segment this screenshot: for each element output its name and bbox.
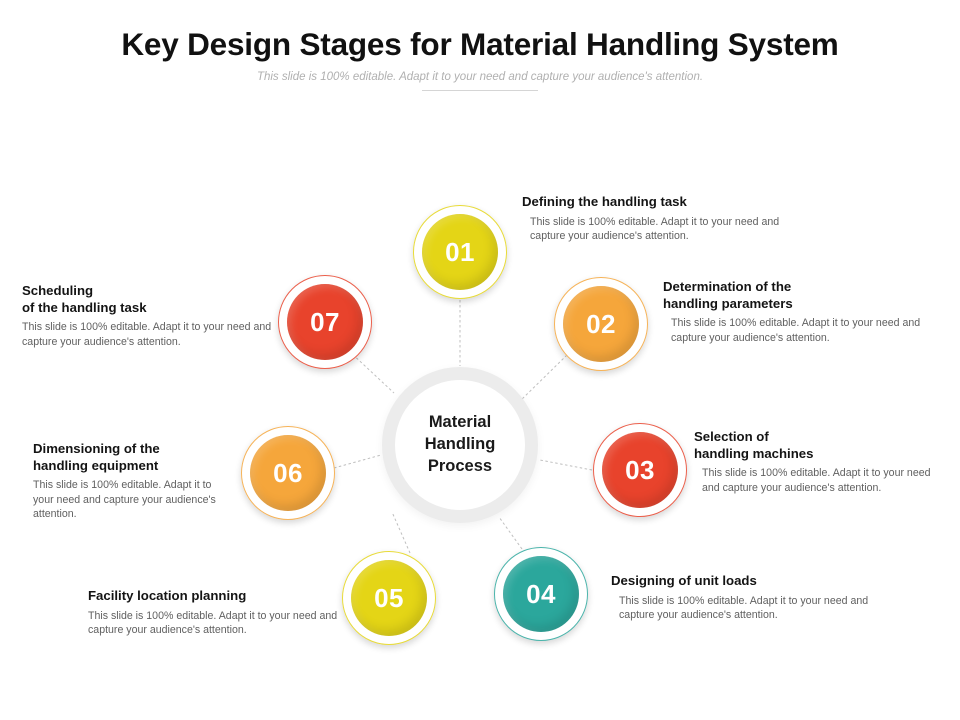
label-05-title: Facility location planning bbox=[88, 588, 247, 603]
label-04: Designing of unit loads This slide is 10… bbox=[611, 573, 879, 623]
hub-circle: Material Handling Process bbox=[382, 367, 538, 523]
label-01-title: Defining the handling task bbox=[522, 194, 687, 209]
page-title: Key Design Stages for Material Handling … bbox=[121, 26, 839, 62]
label-01: Defining the handling task This slide is… bbox=[522, 194, 790, 244]
hub-label: Material Handling Process bbox=[424, 413, 496, 475]
label-04-title: Designing of unit loads bbox=[611, 573, 757, 588]
node-02-outer-ring bbox=[554, 277, 648, 371]
node-03-number: 03 bbox=[625, 454, 655, 485]
label-07-body: This slide is 100% editable. Adapt it to… bbox=[22, 321, 272, 348]
connector-line-06 bbox=[333, 454, 382, 469]
node-05-outer-ring bbox=[342, 551, 436, 645]
node-01-disc bbox=[422, 214, 498, 290]
connector-line-03 bbox=[539, 459, 593, 471]
title-divider bbox=[422, 90, 538, 92]
node-05-number: 05 bbox=[374, 582, 404, 613]
node-04-outer-ring bbox=[494, 547, 588, 641]
node-03-outer-ring bbox=[593, 423, 687, 517]
node-04-number: 04 bbox=[526, 578, 556, 609]
node-02-number: 02 bbox=[586, 308, 616, 339]
label-03-body: This slide is 100% editable. Adapt it to… bbox=[702, 467, 931, 494]
node-06-number: 06 bbox=[273, 457, 303, 488]
connector-line-02 bbox=[520, 354, 568, 401]
node-06[interactable]: 06 bbox=[241, 426, 335, 520]
label-02-title: Determination of the handling parameters bbox=[663, 279, 793, 311]
label-05-body: This slide is 100% editable. Adapt it to… bbox=[88, 609, 338, 637]
node-07-disc bbox=[287, 284, 363, 360]
node-06-outer-ring bbox=[241, 426, 335, 520]
label-04-body: This slide is 100% editable. Adapt it to… bbox=[619, 594, 869, 622]
connector-line-05 bbox=[391, 511, 411, 554]
label-05: Facility location planning This slide is… bbox=[88, 588, 338, 638]
label-02-body: This slide is 100% editable. Adapt it to… bbox=[671, 317, 921, 344]
label-06-title: Dimensioning of the handling equipment bbox=[33, 441, 160, 473]
node-07-number: 07 bbox=[310, 306, 340, 337]
node-04[interactable]: 04 bbox=[494, 547, 588, 641]
node-03[interactable]: 03 bbox=[593, 423, 687, 517]
label-07: Scheduling of the handling task This sli… bbox=[22, 283, 278, 349]
node-01-outer-ring bbox=[413, 205, 507, 299]
node-05-disc bbox=[351, 560, 427, 636]
node-01[interactable]: 01 bbox=[413, 205, 507, 299]
node-02[interactable]: 02 bbox=[554, 277, 648, 371]
label-07-title: Scheduling of the handling task bbox=[22, 283, 147, 315]
label-03-title: Selection of handling machines bbox=[694, 429, 814, 461]
connector-line-04 bbox=[498, 516, 523, 550]
node-07-outer-ring bbox=[278, 275, 372, 369]
node-04-disc bbox=[503, 556, 579, 632]
label-02: Determination of the handling parameters… bbox=[663, 279, 931, 345]
node-05[interactable]: 05 bbox=[342, 551, 436, 645]
node-03-disc bbox=[602, 432, 678, 508]
label-06: Dimensioning of the handling equipment T… bbox=[33, 441, 229, 522]
node-01-number: 01 bbox=[445, 236, 475, 267]
label-06-body: This slide is 100% editable. Adapt it to… bbox=[33, 479, 216, 521]
node-06-disc bbox=[250, 435, 326, 511]
page-subtitle: This slide is 100% editable. Adapt it to… bbox=[256, 71, 704, 84]
label-01-body: This slide is 100% editable. Adapt it to… bbox=[530, 215, 780, 243]
label-03: Selection of handling machines This slid… bbox=[694, 429, 948, 495]
node-02-disc bbox=[563, 286, 639, 362]
node-07[interactable]: 07 bbox=[278, 275, 372, 369]
slide-header: Key Design Stages for Material Handling … bbox=[0, 0, 960, 92]
